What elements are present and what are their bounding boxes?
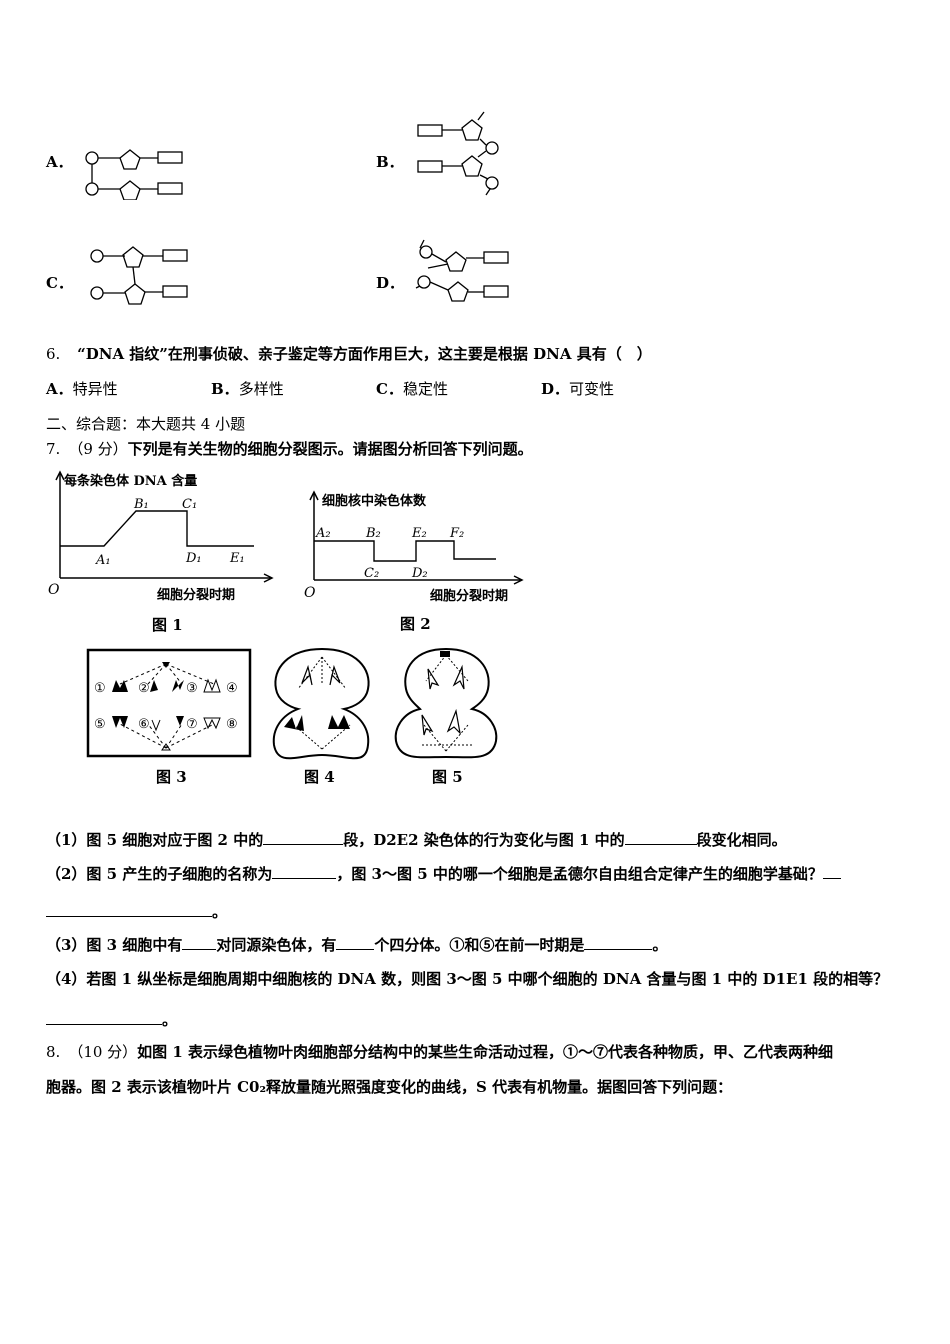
q7-sub1-blank-1[interactable] — [263, 830, 344, 845]
fig2-ylabel: 细胞核中染色体数 — [322, 493, 427, 509]
fig1-caption: 图 1 — [152, 616, 183, 634]
question-6-number: 6. — [46, 345, 61, 363]
option-d-label: D． — [376, 274, 405, 292]
q6-option-b: B．多样性 — [211, 380, 284, 398]
q7-sub2-part-b: ，图 3～图 5 中的哪一个细胞是孟德尔自由组合定律产生的细胞学基础？ — [336, 865, 823, 883]
q7-sub1-part-b: 段，D2E2 染色体的行为变化与图 1 中的 — [343, 831, 625, 849]
fig2-point-b2: B₂ — [365, 526, 381, 541]
figure-3: ① ② ③ ④ ⑤ ⑥ ⑦ ⑧ 图 3 — [86, 648, 252, 786]
fig3-label-7: ⑦ — [186, 717, 198, 732]
fig3-label-6: ⑥ — [138, 717, 150, 732]
option-c-diagram — [90, 246, 188, 305]
q7-sub2: （2）图 5 产生的子细胞的名称为 ，图 3～图 5 中的哪一个细胞是孟德尔自由组… — [46, 864, 841, 883]
question-6-text: “DNA 指纹”在刑事侦破、亲子鉴定等方面作用巨大，这主要是根据 DNA 具有（… — [77, 345, 652, 363]
fig2-origin: O — [304, 585, 316, 601]
fig2-point-a2: A₂ — [315, 526, 331, 541]
fig3-label-8: ⑧ — [226, 717, 238, 732]
question-6: 6. “DNA 指纹”在刑事侦破、亲子鉴定等方面作用巨大，这主要是根据 DNA … — [46, 345, 652, 363]
q6-option-d-letter: D． — [541, 380, 570, 398]
q7-sub3-blank-2[interactable] — [336, 935, 375, 950]
q6-option-d-text: 可变性 — [569, 380, 615, 398]
q6-option-c: C．稳定性 — [376, 380, 448, 398]
question-8-text-1: 如图 1 表示绿色植物叶肉细胞部分结构中的某些生命活动过程，①～⑦代表各种物质，… — [137, 1043, 834, 1061]
option-d-diagram — [415, 239, 509, 302]
fig2-point-d2: D₂ — [411, 566, 428, 581]
q6-option-b-letter: B． — [211, 380, 239, 398]
fig1-curve — [60, 510, 254, 547]
question-7-number: 7. — [46, 440, 61, 458]
q6-option-c-text: 稳定性 — [402, 380, 448, 398]
q7-sub2-blank-2a[interactable] — [822, 864, 841, 879]
figure-5: 图 5 — [394, 647, 498, 786]
q7-sub3-blank-3[interactable] — [584, 935, 653, 950]
figure-4: 图 4 — [272, 647, 370, 786]
option-b-diagram — [417, 111, 499, 196]
q6-option-a: A．特异性 — [46, 380, 118, 398]
fig3-label-5: ⑤ — [94, 717, 106, 732]
question-8-line1: 8. （10 分）如图 1 表示绿色植物叶肉细胞部分结构中的某些生命活动过程，①～… — [46, 1043, 833, 1061]
q6-option-d: D．可变性 — [541, 380, 614, 398]
fig2-curve — [314, 540, 496, 562]
q7-sub1-blank-2[interactable] — [624, 830, 697, 845]
figure-2: 细胞核中染色体数 细胞分裂时期 O A₂ B₂ C₂ D₂ E₂ F₂ 图 2 — [304, 490, 524, 633]
question-8-number: 8. — [46, 1043, 61, 1061]
fig1-origin: O — [48, 582, 60, 598]
option-b-label: B． — [376, 153, 404, 171]
fig2-xlabel: 细胞分裂时期 — [430, 588, 508, 604]
fig3-label-1: ① — [94, 681, 106, 696]
fig4-caption: 图 4 — [304, 768, 335, 786]
q7-sub2-part-a: （2）图 5 产生的子细胞的名称为 — [46, 865, 273, 883]
question-7-score: （9 分） — [68, 440, 128, 458]
q7-sub2-line2: 。 — [46, 902, 227, 921]
q7-sub3-blank-1[interactable] — [182, 935, 217, 950]
q7-sub4-blank[interactable] — [46, 1010, 162, 1025]
question-8-line2: 胞器。图 2 表示该植物叶片 C0₂释放量随光照强度变化的曲线，S 代表有机物量… — [46, 1078, 733, 1096]
figure-1: 每条染色体 DNA 含量 细胞分裂时期 O A₁ B₁ C₁ D₁ E₁ 图 1 — [48, 470, 274, 634]
q7-sub3-part-c: 个四分体。①和⑤在前一时期是 — [374, 936, 585, 954]
question-7: 7. （9 分）下列是有关生物的细胞分裂图示。请据图分析回答下列问题。 — [46, 440, 533, 458]
q6-option-b-text: 多样性 — [238, 380, 284, 398]
q7-sub3-part-d: 。 — [652, 936, 668, 954]
fig3-caption: 图 3 — [156, 768, 187, 786]
question-7-text: 下列是有关生物的细胞分裂图示。请据图分析回答下列问题。 — [127, 440, 533, 458]
fig1-point-c1: C₁ — [182, 497, 197, 512]
q7-sub4-part-b: 。 — [162, 1011, 178, 1029]
fig1-point-a1: A₁ — [95, 553, 111, 568]
q7-sub2-part-c: 。 — [212, 903, 228, 921]
fig3-label-3: ③ — [186, 681, 198, 696]
option-c-label: C． — [46, 274, 73, 292]
fig1-point-d1: D₁ — [185, 551, 202, 566]
fig1-xlabel: 细胞分裂时期 — [157, 587, 235, 603]
fig2-caption: 图 2 — [400, 615, 431, 633]
fig2-point-c2: C₂ — [364, 566, 379, 581]
fig3-label-4: ④ — [226, 681, 238, 696]
q7-sub1: （1）图 5 细胞对应于图 2 中的 段，D2E2 染色体的行为变化与图 1 中的… — [46, 830, 787, 849]
q7-sub3-part-b: 对同源染色体，有 — [216, 936, 337, 954]
fig1-point-e1: E₁ — [229, 551, 245, 566]
fig5-caption: 图 5 — [432, 768, 463, 786]
q7-sub4-line2: 。 — [46, 1010, 177, 1029]
q6-option-a-text: 特异性 — [72, 380, 118, 398]
q7-sub2-blank-1[interactable] — [272, 864, 337, 879]
q7-sub4: （4）若图 1 纵坐标是细胞周期中细胞核的 DNA 数，则图 3～图 5 中哪个… — [46, 970, 888, 988]
option-a-diagram — [85, 149, 183, 200]
question-8-score: （10 分） — [68, 1043, 138, 1061]
q7-sub1-part-c: 段变化相同。 — [696, 831, 787, 849]
q7-sub3-part-a: （3）图 3 细胞中有 — [46, 936, 183, 954]
q7-sub4-part-a: （4）若图 1 纵坐标是细胞周期中细胞核的 DNA 数，则图 3～图 5 中哪个… — [46, 970, 889, 988]
q6-option-a-letter: A． — [46, 380, 73, 398]
q7-sub3: （3）图 3 细胞中有 对同源染色体，有 个四分体。①和⑤在前一时期是 。 — [46, 935, 667, 954]
option-a-label: A． — [46, 153, 73, 171]
q6-option-c-letter: C． — [376, 380, 403, 398]
q7-sub1-part-a: （1）图 5 细胞对应于图 2 中的 — [46, 831, 264, 849]
fig2-point-e2: E₂ — [411, 526, 427, 541]
section-heading: 二、综合题：本大题共 4 小题 — [46, 415, 246, 433]
fig1-ylabel: 每条染色体 DNA 含量 — [64, 473, 197, 489]
fig2-point-f2: F₂ — [449, 526, 464, 541]
q7-sub2-blank-2b[interactable] — [46, 902, 212, 917]
fig1-point-b1: B₁ — [133, 497, 149, 512]
fig3-label-2: ② — [138, 681, 150, 696]
